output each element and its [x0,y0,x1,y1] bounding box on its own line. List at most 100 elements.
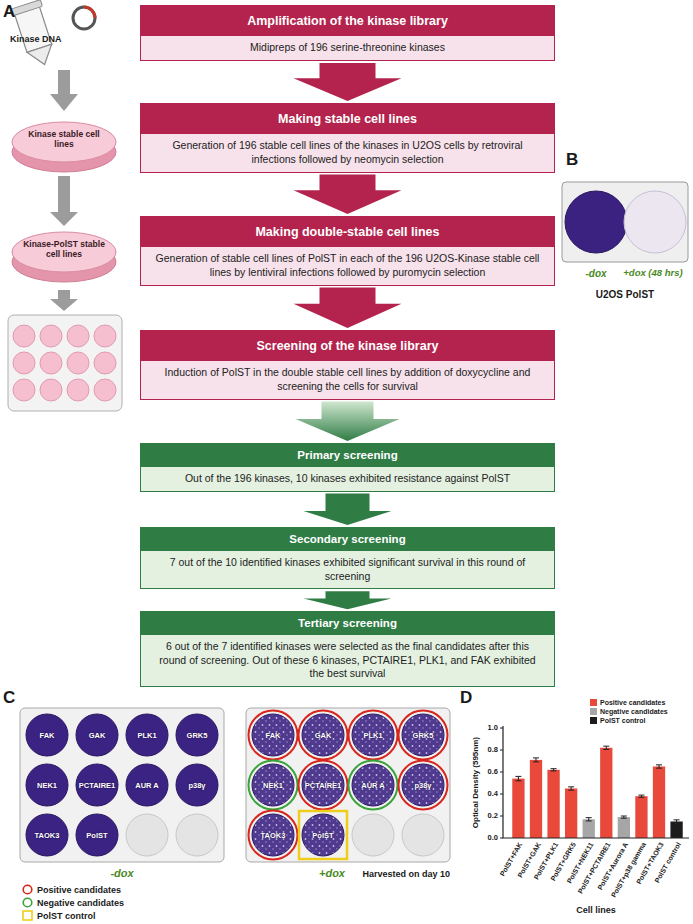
step-heading: Secondary screening [141,528,554,551]
axis-tick [500,728,503,729]
axis-line [503,726,689,838]
condition-label: +dox (48 hrs) [623,268,682,279]
culture-well: PolST [71,809,123,861]
bar [600,748,612,838]
error-bar [586,818,592,821]
tube-label: Kinase DNA [10,34,62,44]
stained-well [252,714,294,756]
well-label: p38γ [188,781,205,790]
flow-arrow [294,175,402,214]
bar [618,817,630,838]
cell-dish: Kinase-PolST stable cell lines [10,228,118,284]
flow-arrow [304,494,392,525]
dish-top [12,122,116,162]
screening-step: Secondary screening7 out of the 10 ident… [140,527,555,589]
dish-label: Kinase-PolST stable cell lines [21,240,107,260]
bar [547,770,559,838]
step-description: 6 out of the 7 identified kinases were s… [141,635,554,686]
stained-well [76,764,118,806]
condition-label: -dox [110,867,133,880]
legend-text: PolST control [37,911,96,921]
flow-arrow [294,63,402,101]
step-description: Generation of stable cell lines of PolST… [141,247,554,284]
stained-well [176,714,218,756]
step-description: Midipreps of 196 serine-threonine kinase… [141,36,554,60]
stained-well [565,191,627,253]
step-heading: Making double-stable cell lines [141,217,554,247]
candidate-ring [249,761,298,810]
tick-label: 0.0 [488,834,498,843]
process-arrow [50,70,78,111]
step-description: Generation of 196 stable cell lines of t… [141,134,554,171]
stained-well [302,764,344,806]
culture-well: GAK [297,709,349,761]
panel-letter: C [3,688,15,708]
axis-title: Optical Density (595nm) [471,737,480,828]
candidate-ring [299,711,348,760]
culture-well: p38γ [171,759,223,811]
error-bar [568,787,574,790]
panel-letter: B [566,150,578,170]
axis-tick [500,838,503,839]
bar [530,760,542,838]
empty-well [352,814,394,856]
legend-item: Positive candidates [590,699,665,706]
candidate-ring [299,761,348,810]
error-bar [515,776,521,780]
control-marker [299,811,347,859]
culture-well: TAOK3 [21,809,73,861]
culture-well: FAK [21,709,73,761]
process-step: Making stable cell linesGeneration of 19… [140,103,555,173]
legend-text: Positive candidates [37,885,121,895]
error-bar [656,765,662,768]
panel-caption: U2OS PolST [596,289,654,301]
stained-well [76,714,118,756]
tick-label: 1.0 [488,724,498,733]
stained-well [352,764,394,806]
well-label: NEK1 [37,781,57,790]
plasmid [73,7,95,29]
step-heading: Making stable cell lines [141,104,554,134]
stained-well [402,714,444,756]
culture-plate-photo [562,182,688,262]
culture-well: GRK5 [397,709,449,761]
well-label: PLK1 [137,731,156,740]
bar [653,767,665,839]
stained-well [252,814,294,856]
error-bar [533,758,539,762]
plate-body [8,315,122,411]
bar [670,822,682,839]
legend-item: Positive candidates [22,884,121,895]
tick-label: 0.2 [488,812,498,821]
legend-text: Negative candidates [37,898,124,908]
plate-body [562,182,688,262]
well-label: GAK [89,731,106,740]
stained-well [302,814,344,856]
panel-letter: A [3,2,15,22]
dish-top [12,232,116,272]
flow-arrow [296,402,400,441]
well-label: GAK [315,731,332,740]
error-bar [621,816,627,818]
culture-well: PolST [297,809,349,861]
stained-well [26,764,68,806]
stained-well [126,714,168,756]
stained-well [252,764,294,806]
well-label: GRK5 [187,731,208,740]
well-label: PCTAIRE1 [305,781,342,790]
axis-tick [500,750,503,751]
bar [635,796,647,838]
plate-wells [13,325,116,401]
legend-symbol [22,910,33,921]
axis-tick [500,816,503,817]
culture-well: AUR A [121,759,173,811]
candidate-ring [249,711,298,760]
culture-well: FAK [247,709,299,761]
bar [583,819,595,838]
well-label: p38γ [414,781,431,790]
well-label: AUR A [361,781,384,790]
bar [565,789,577,839]
stained-well [126,764,168,806]
step-heading: Amplification of the kinase library [141,6,554,36]
well-label: PolST [86,831,107,840]
